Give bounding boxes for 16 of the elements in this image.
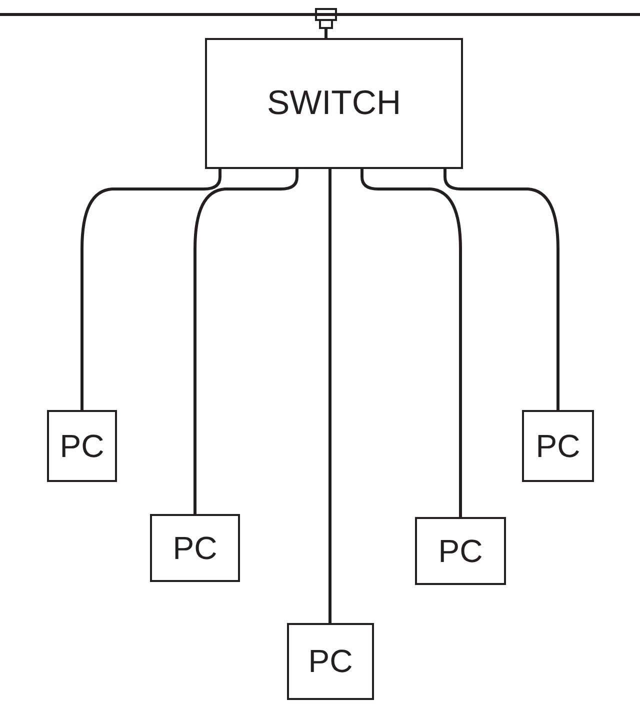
node-label: PC — [308, 643, 353, 680]
network-cable — [328, 169, 332, 623]
bus-line — [0, 13, 640, 16]
computer-box — [47, 410, 117, 482]
node-label: PC — [172, 530, 218, 566]
uplink-cable — [315, 8, 337, 38]
computer-box — [415, 517, 506, 585]
computer-box — [287, 623, 374, 700]
node-label: PC — [60, 428, 104, 464]
computer-box — [150, 514, 240, 582]
node-label: PC — [438, 532, 483, 570]
node-label: PC — [536, 428, 580, 464]
computer-box — [522, 410, 594, 482]
switch-box — [205, 38, 463, 169]
node-label: SWITCH — [266, 84, 402, 123]
network-cable — [80, 169, 222, 410]
